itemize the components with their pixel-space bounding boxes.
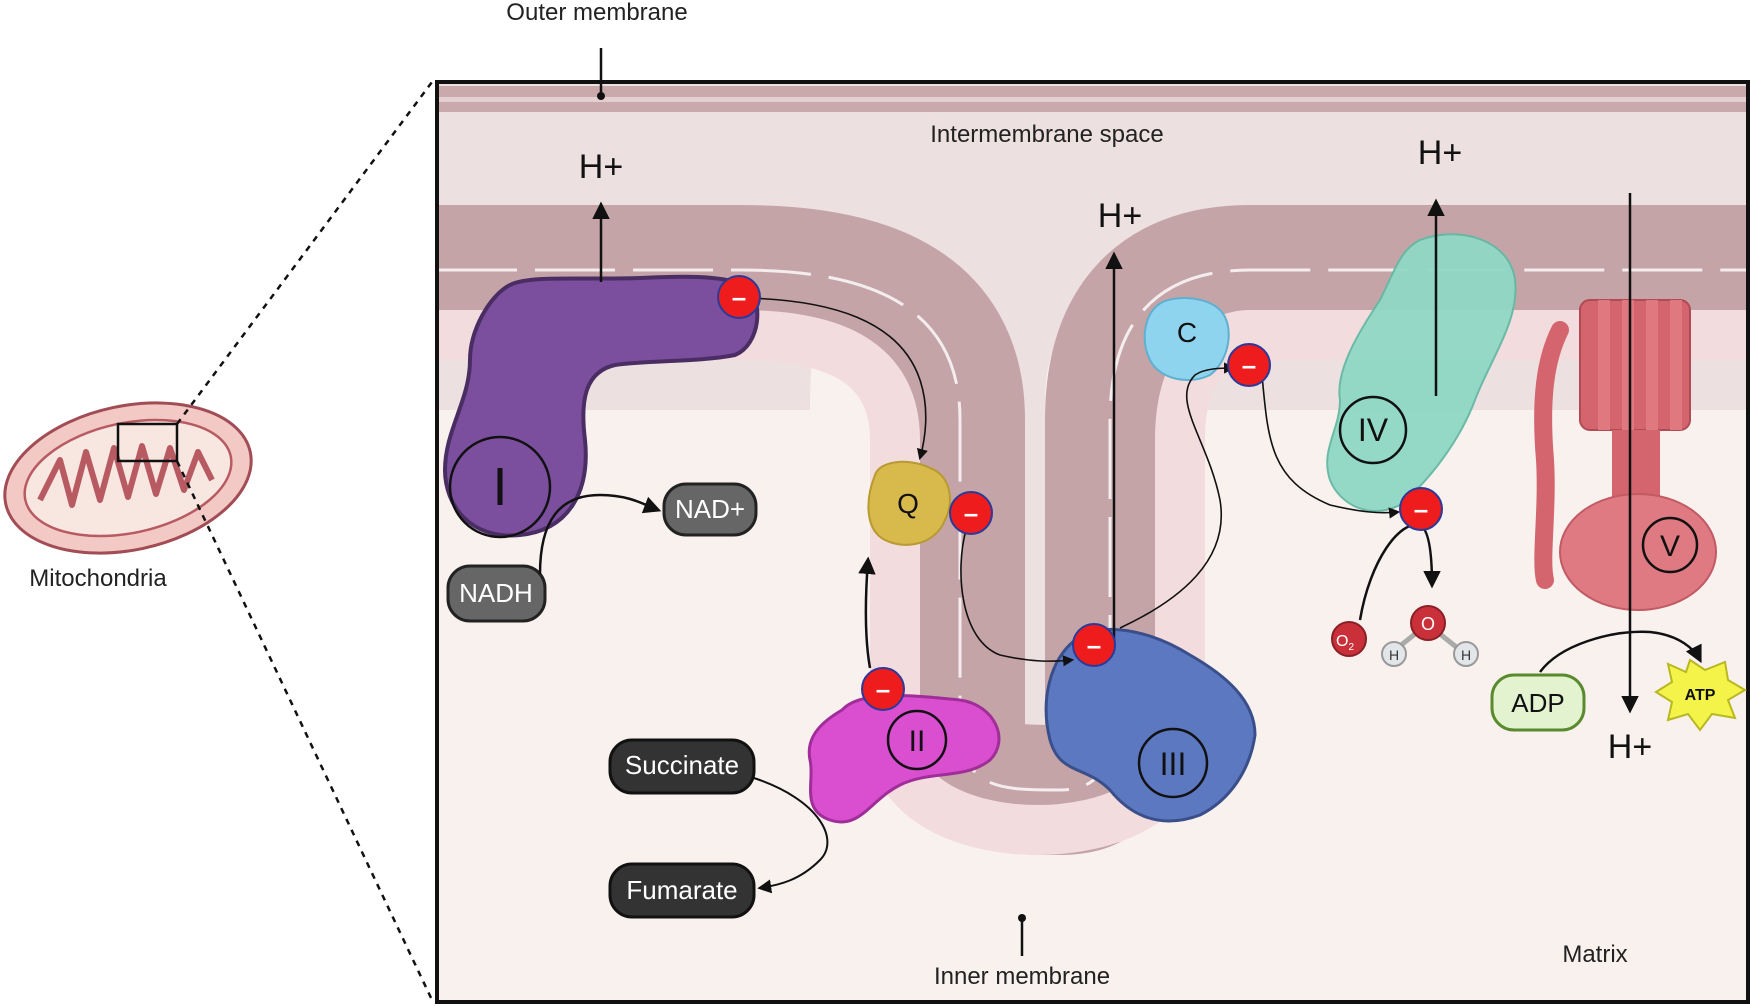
atp-label: ATP	[1685, 687, 1716, 704]
water-hydrogen-left	[1381, 641, 1407, 667]
inner-membrane-label: Inner membrane	[934, 963, 1110, 990]
oxygen-label: O2	[1336, 633, 1354, 653]
nad-plus-label: NAD+	[675, 494, 745, 524]
proton-label-4: H+	[1418, 134, 1462, 172]
complex-4-label: IV	[1358, 412, 1389, 448]
oxygen-molecule	[1331, 621, 1367, 657]
zoom-line-bottom	[175, 460, 434, 1001]
matrix-label: Matrix	[1562, 941, 1627, 968]
cytochrome-c-label: C	[1177, 317, 1197, 348]
complex-1	[442, 274, 760, 539]
adp-label: ADP	[1511, 688, 1564, 718]
nad-plus-badge	[662, 482, 758, 537]
svg-text:–: –	[876, 674, 890, 704]
complex-3-label: III	[1160, 746, 1187, 782]
cytochrome-c	[1143, 297, 1230, 381]
electron-ubiquinone: –	[949, 491, 993, 535]
water-hydrogen-right-label: H	[1461, 647, 1471, 663]
svg-text:–: –	[1414, 494, 1428, 524]
succinate-badge	[608, 738, 756, 795]
proton-label-3: H+	[1098, 197, 1142, 235]
complex-4	[1326, 233, 1517, 512]
fumarate-badge	[608, 862, 756, 919]
svg-text:–: –	[732, 282, 746, 312]
electron-cytochrome-c: –	[1227, 343, 1271, 387]
nadh-label: NADH	[459, 578, 533, 608]
svg-text:–: –	[1242, 350, 1256, 380]
ubiquinone	[867, 460, 951, 546]
succinate-label: Succinate	[625, 750, 739, 780]
adp-badge	[1490, 673, 1586, 732]
atp-burst	[1654, 658, 1747, 732]
proton-label-1: H+	[579, 148, 623, 186]
svg-text:–: –	[964, 498, 978, 528]
complex-5-label: V	[1660, 530, 1680, 563]
water-oxygen	[1410, 605, 1446, 641]
electron-complex-4: –	[1399, 487, 1443, 531]
proton-label-5: H+	[1608, 728, 1652, 766]
zoom-line-top	[175, 81, 434, 425]
fumarate-label: Fumarate	[626, 875, 737, 905]
water-hydrogen-right	[1453, 641, 1479, 667]
nadh-badge	[446, 564, 547, 623]
water-hydrogen-left-label: H	[1389, 647, 1399, 663]
complex-3	[1044, 627, 1257, 823]
svg-text:–: –	[1087, 630, 1101, 660]
zoom-box	[116, 422, 179, 463]
water-oxygen-label: O	[1421, 614, 1435, 634]
electron-complex-3: –	[1072, 623, 1116, 667]
mitochondrion-illustration	[3, 81, 434, 1001]
intermembrane-space-label: Intermembrane space	[930, 121, 1163, 148]
mitochondria-label: Mitochondria	[29, 565, 167, 592]
complex-1-label: I	[492, 457, 507, 517]
complex-2-label: II	[909, 725, 926, 758]
complex-2	[807, 694, 1001, 824]
outer-membrane-label: Outer membrane	[506, 0, 687, 26]
electron-complex-2: –	[861, 667, 905, 711]
electron-complex-1: –	[717, 275, 761, 319]
ubiquinone-label: Q	[897, 488, 919, 519]
